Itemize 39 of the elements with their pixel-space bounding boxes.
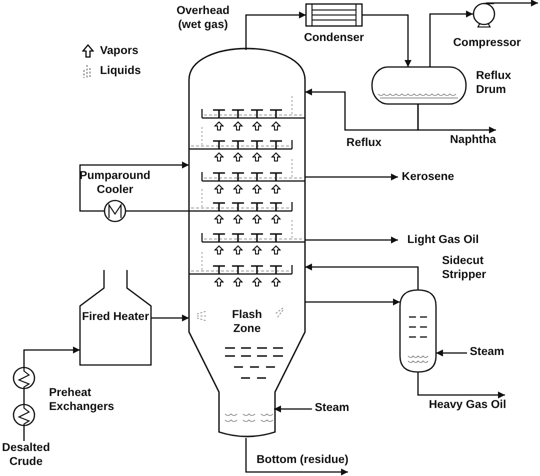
arrow [362, 14, 412, 67]
stream-label: Desalted Crude [0, 441, 52, 471]
arrow [79, 162, 189, 212]
equipment-label: Fired Heater [80, 310, 150, 324]
arrow [274, 406, 312, 412]
stream-label: Heavy Gas Oil [425, 398, 510, 414]
equipment-label: Reflux Drum [476, 69, 512, 98]
arrow [429, 10, 473, 67]
arrow [23, 346, 80, 367]
equipment-label: Compressor [452, 36, 522, 50]
connector-line [126, 210, 189, 212]
stream-label: Kerosene [398, 170, 458, 186]
equipment-label: Sidecut Stripper [442, 254, 488, 283]
arrow [305, 264, 419, 290]
equipment-label: Preheat Exchangers [49, 386, 116, 415]
arrow [417, 104, 496, 134]
equipment-label: Condenser [302, 31, 366, 46]
arrow [245, 12, 306, 50]
arrow [151, 314, 189, 322]
stream-label: Naphtha [448, 133, 498, 149]
arrow [305, 88, 419, 131]
arrow [417, 372, 505, 398]
arrow [305, 174, 398, 180]
stream-label: Steam [467, 345, 507, 361]
connector-line [23, 426, 25, 441]
stream-label: Bottom (residue) [255, 453, 350, 469]
edge-label: Overhead (wet gas) [174, 4, 232, 33]
connector-line [23, 389, 25, 404]
arrow [245, 438, 348, 476]
arrow [436, 350, 467, 356]
arrow [305, 298, 400, 306]
stream-label: Light Gas Oil [398, 233, 488, 249]
arrow [486, 0, 538, 6]
legend-label: Liquids [100, 64, 141, 79]
stream-label: Steam [312, 401, 352, 417]
equipment-label: Flash Zone [230, 308, 264, 337]
arrow [305, 236, 398, 244]
legend-label: Vapors [100, 44, 138, 59]
equipment-label: Pumparound Cooler [78, 169, 152, 198]
